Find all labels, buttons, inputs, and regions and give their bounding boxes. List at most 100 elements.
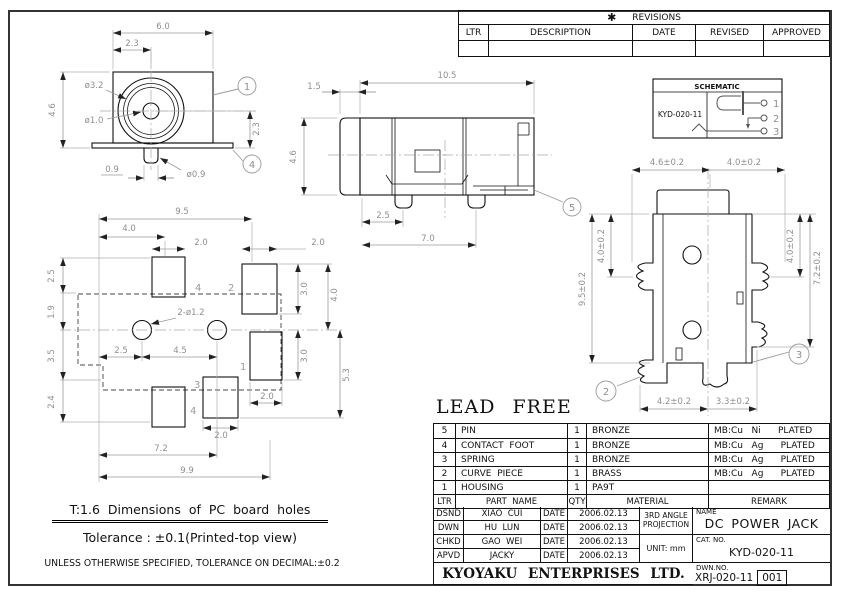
revisions-col-date: DATE — [633, 25, 696, 40]
balloon-contact-foot: 4 — [249, 160, 255, 171]
pad-label-4-top: 4 — [195, 283, 201, 294]
part-remark: MB:Cu Ag PLATED — [714, 468, 815, 479]
approval-date: 2006.02.13 — [568, 549, 640, 562]
approval-role: DWN — [434, 521, 464, 534]
schematic-title: SCHEMATIC — [694, 83, 739, 91]
pcb-dimensions: 9.5 4.0 2.0 2.0 2.5 1.9 3.5 2.4 2-ø1.2 2… — [47, 207, 352, 482]
approval-role: CHKD — [434, 535, 464, 548]
approvals-block: DSND XIAO CUI DATE 2006.02.13 DWN HU LUN… — [433, 507, 640, 563]
name-label: NAME — [696, 508, 717, 516]
part-name: PIN — [456, 424, 568, 438]
balloon-pin: 5 — [569, 203, 575, 214]
part-remark: MB:Cu Ni PLATED — [714, 426, 813, 436]
product-name: DC POWER JACK — [704, 516, 819, 531]
part-ltr: 3 — [434, 453, 456, 466]
dim-right-lower: 3.0 — [300, 349, 310, 363]
dim-left-4: 2.4 — [47, 395, 57, 409]
part-name: CURVE PIECE — [456, 467, 568, 480]
top-view-outline — [635, 168, 770, 416]
pcb-note-tolerance: Tolerance : ±0.1(Printed-top view) — [82, 530, 297, 545]
parts-table-header: LTR PART NAME QTY MATERIAL REMARK — [434, 494, 829, 508]
dim-leg-offset: 2.5 — [376, 211, 390, 221]
pcb-note-title: T:1.6 Dimensions of PC board holes — [52, 502, 328, 523]
header-remark: REMARK — [751, 496, 787, 507]
table-row: 2 CURVE PIECE 1 BRASS MB:Cu Ag PLATED — [434, 466, 829, 480]
dim-right-upper: 3.0 — [300, 282, 310, 296]
part-material: BRONZE — [587, 439, 709, 452]
dim-left-1: 2.5 — [47, 269, 57, 283]
approval-role: DSND — [434, 507, 464, 520]
part-ltr: 2 — [434, 467, 456, 480]
dwn-no-label: DWN.NO. — [696, 564, 729, 572]
side-view-balloon: 5 — [533, 189, 582, 217]
revisions-col-revised: REVISED — [696, 25, 764, 40]
front-view-balloons: 1 4 — [212, 76, 262, 174]
holes-label: 2-ø1.2 — [177, 308, 204, 318]
company-name: KYOYAKU ENTERPRISES LTD. — [433, 563, 693, 585]
dim-center-offset: 2.3 — [125, 39, 139, 49]
approval-name: HU LUN — [464, 521, 541, 534]
approval-date-label: DATE — [541, 535, 568, 548]
top-view-drawing: 4.6±0.2 4.0±0.2 9.5±0.2 4.0±0.2 4.0±0.2 … — [578, 158, 823, 416]
asterisk-icon: ✱ — [607, 11, 617, 24]
projection-label: 3RD ANGLE PROJECTION — [640, 507, 692, 535]
front-view-dimensions: 6.0 2.3 4.6 2.3 ø3.2 ø1.0 0.9 ø0.9 — [48, 22, 262, 181]
name-cell: NAME DC POWER JACK — [693, 507, 830, 535]
dim-right-bottom: 5.3 — [342, 368, 352, 382]
part-material: PA9T — [587, 481, 709, 494]
sheet-number: 001 — [757, 570, 788, 586]
dim-top-left: 4.6±0.2 — [650, 158, 684, 168]
side-view-dimensions: 10.5 1.5 4.6 2.5 7.0 — [289, 71, 535, 248]
schematic-pin-2: 2 — [773, 114, 779, 125]
drawing-border — [8, 10, 832, 586]
dim-left-3: 3.5 — [47, 349, 57, 363]
part-remark — [709, 481, 829, 494]
dim-pad3-width: 2.0 — [214, 431, 228, 441]
balloon-curve-piece: 2 — [603, 387, 609, 398]
revisions-col-description: DESCRIPTION — [489, 25, 633, 40]
dwn-no-cell: DWN.NO. XRJ-020-11 001 — [693, 563, 830, 586]
approval-date: 2006.02.13 — [568, 507, 640, 520]
revisions-title: REVISIONS — [632, 12, 681, 23]
approval-name: GAO WEI — [464, 535, 541, 548]
table-row: 3 SPRING 1 BRONZE MB:Cu Ag PLATED — [434, 452, 829, 466]
pcb-outline: 4 2 1 3 4 — [60, 256, 345, 428]
part-name: SPRING — [456, 453, 568, 466]
approval-row: DWN HU LUN DATE 2006.02.13 — [434, 521, 640, 535]
cat-no-cell: CAT. NO. KYD-020-11 — [693, 535, 830, 563]
approval-name: JACKY — [464, 549, 541, 562]
approval-date-label: DATE — [541, 521, 568, 534]
part-remark: MB:Cu Ag PLATED — [714, 454, 815, 465]
revisions-empty-row — [459, 41, 829, 56]
parts-table: 5 PIN 1 BRONZE MB:Cu Ni PLATED 4 CONTACT… — [433, 423, 830, 509]
header-material: MATERIAL — [587, 495, 709, 508]
dim-bottom-overall: 9.9 — [180, 466, 194, 476]
approval-row: DSND XIAO CUI DATE 2006.02.13 — [434, 507, 640, 521]
top-view-balloons: 2 3 — [595, 343, 810, 402]
dim-bottom-inner: 7.2 — [154, 444, 168, 454]
pad-label-1: 1 — [240, 362, 246, 373]
approval-row: APVD JACKY DATE 2006.02.13 — [434, 549, 640, 563]
part-ltr: 4 — [434, 439, 456, 452]
header-ltr: LTR — [434, 495, 456, 508]
revisions-table: ✱ REVISIONS LTR DESCRIPTION DATE REVISED… — [458, 10, 830, 57]
schematic-pin-3: 3 — [773, 127, 779, 138]
schematic-symbol: 1 2 3 — [691, 91, 779, 138]
part-qty: 1 — [568, 467, 587, 480]
part-name: CONTACT FOOT — [456, 439, 568, 452]
dim-top-left: 4.0 — [122, 224, 136, 234]
cat-no-value: KYD-020-11 — [729, 546, 794, 559]
dim-width: 6.0 — [156, 22, 170, 32]
dim-length: 10.5 — [438, 71, 457, 81]
approval-name: XIAO CUI — [464, 507, 541, 520]
part-qty: 1 — [568, 439, 587, 452]
approval-date: 2006.02.13 — [568, 535, 640, 548]
dim-hole-left: 2.5 — [114, 346, 128, 356]
balloon-spring: 3 — [796, 350, 802, 361]
table-row: 4 CONTACT FOOT 1 BRONZE MB:Cu Ag PLATED — [434, 438, 829, 452]
part-material: BRONZE — [587, 424, 709, 438]
dim-pad1-width: 2.0 — [260, 392, 274, 402]
part-qty: 1 — [568, 453, 587, 466]
approval-date-label: DATE — [541, 507, 568, 520]
